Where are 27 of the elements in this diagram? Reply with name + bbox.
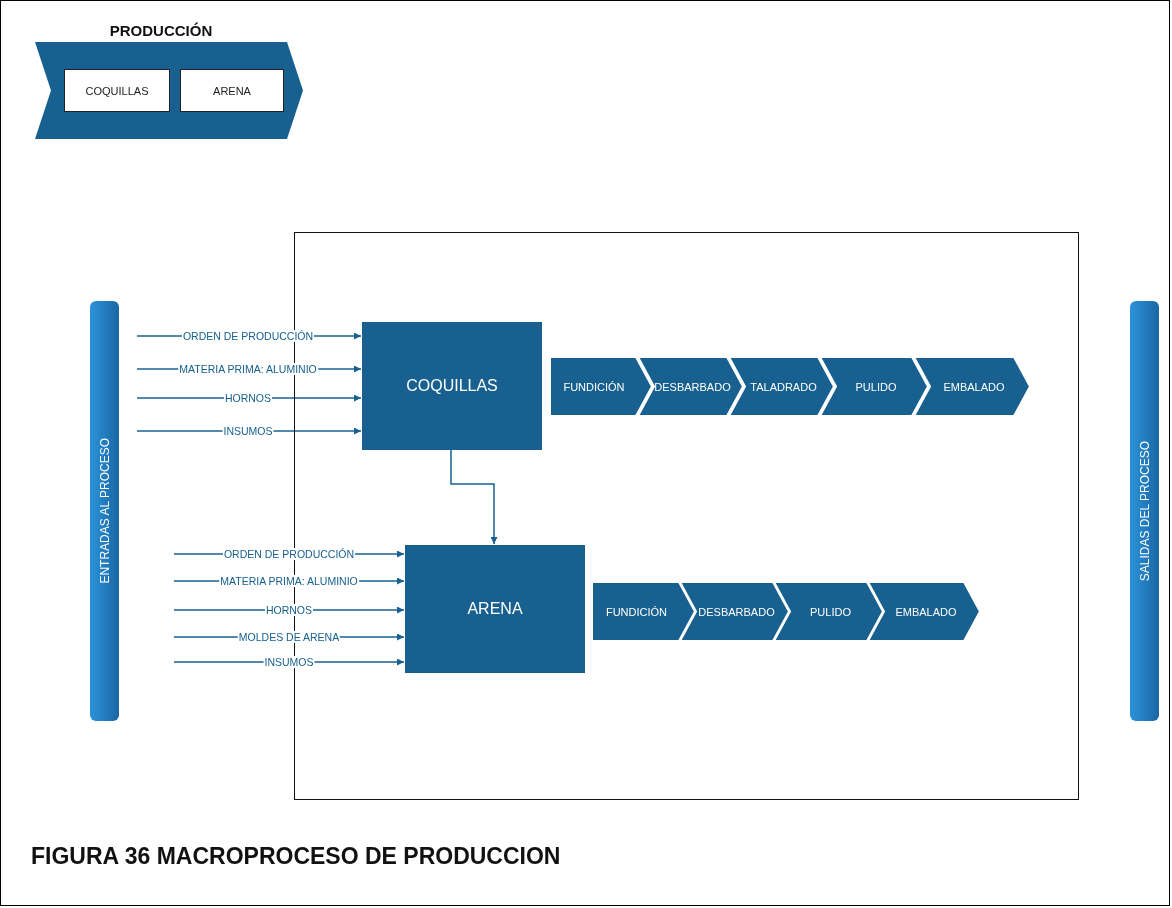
process-bar [90, 301, 119, 721]
step-label: DESBARBADO [698, 605, 775, 618]
edge-label: INSUMOS [222, 425, 274, 437]
banner-heading: PRODUCCIÓN [108, 22, 214, 39]
process-box: ARENA [405, 545, 585, 673]
step-label: TALADRADO [750, 380, 817, 393]
edge-label: MATERIA PRIMA: ALUMINIO [178, 363, 318, 375]
process-box: COQUILLAS [64, 69, 170, 112]
bar-label: SALIDAS DEL PROCESO [1137, 440, 1152, 582]
edge-label: HORNOS [223, 392, 273, 404]
edge-label: ORDEN DE PRODUCCIÓN [181, 330, 315, 342]
step-label: DESBARBADO [654, 380, 731, 393]
arrow [450, 448, 498, 545]
edge-label: ORDEN DE PRODUCCIÓN [222, 548, 356, 560]
step-label: EMBALADO [943, 380, 1005, 393]
process-box: COQUILLAS [362, 322, 542, 450]
process-bar [1130, 301, 1159, 721]
edge-label: MOLDES DE ARENA [237, 631, 341, 643]
edge-label: INSUMOS [263, 656, 315, 668]
edge-label: HORNOS [264, 604, 314, 616]
edge-label: MATERIA PRIMA: ALUMINIO [219, 575, 359, 587]
process-box: ARENA [180, 69, 284, 112]
step-label: FUNDICIÓN [563, 380, 625, 393]
bar-label: ENTRADAS AL PROCESO [97, 438, 112, 584]
step-label: FUNDICIÓN [605, 605, 668, 618]
figure-caption: FIGURA 36 MACROPROCESO DE PRODUCCION [31, 843, 561, 870]
step-label: EMBALADO [895, 605, 957, 618]
